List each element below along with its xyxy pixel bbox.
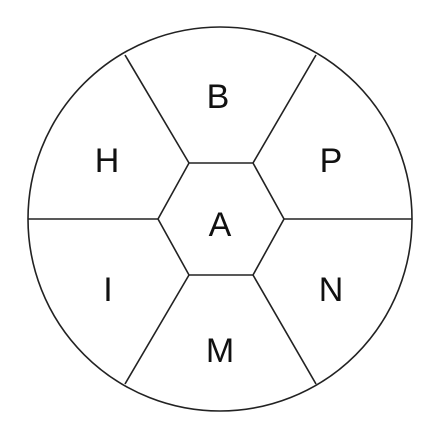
divider-lower-left [124,274,190,385]
segment-label-upper-left: H [95,142,120,180]
divider-upper-left [124,54,190,164]
center-label: A [209,206,232,244]
segment-label-lower-left: I [103,271,112,309]
segment-label-lower-right: N [319,271,344,309]
segment-label-top: B [207,78,230,116]
segment-label-upper-right: P [320,142,343,180]
divider-lower-right [252,274,317,385]
divider-upper-right [252,54,317,164]
segment-label-bottom: M [206,332,234,370]
